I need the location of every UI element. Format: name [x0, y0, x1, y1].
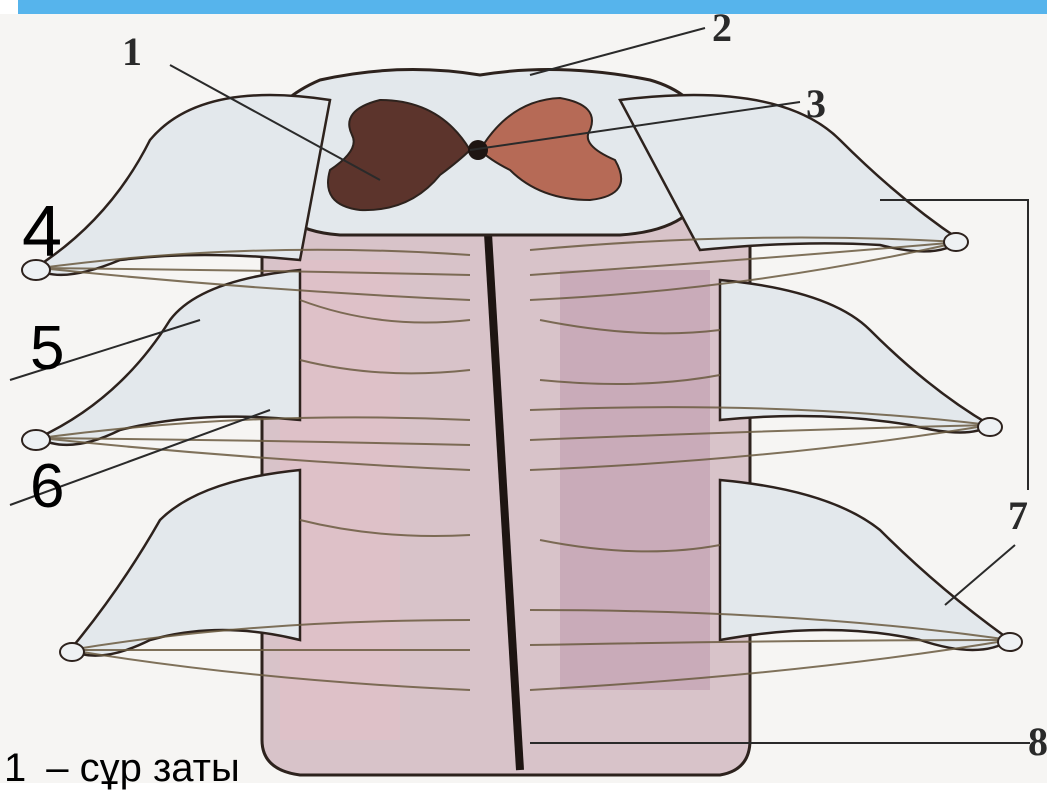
label-1: 1 — [122, 32, 142, 72]
label-5: 5 — [30, 318, 64, 380]
label-6: 6 — [30, 456, 64, 518]
caption-number: 1 — [4, 746, 26, 790]
label-3: 3 — [806, 84, 826, 124]
caption-text: – сұр заты — [46, 746, 240, 790]
label-8: 8 — [1028, 722, 1047, 762]
label-2: 2 — [712, 8, 732, 48]
label-4: 4 — [22, 196, 62, 268]
caption: 1 – сұр заты — [4, 748, 240, 788]
label-7: 7 — [1008, 496, 1028, 536]
